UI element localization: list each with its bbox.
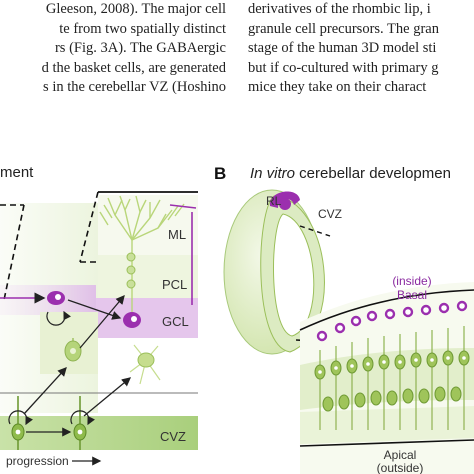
rhombic-lip-node: [279, 198, 291, 210]
panel-a: ment ML: [0, 164, 198, 468]
tissue-apical-edge: [299, 439, 474, 447]
inside-label: (inside): [392, 274, 431, 288]
panel-b-title-rest: cerebellar developmen: [295, 165, 451, 182]
rhombic-lip: [269, 191, 300, 208]
pcl-band: [98, 255, 198, 305]
text-line: te from two spatially distinct: [59, 20, 226, 37]
text-line: rs (Fig. 3A). The GABAergic: [54, 40, 226, 56]
ventricular-zone: [300, 406, 474, 444]
green-neuron-right: [129, 344, 161, 385]
purple-cell-left-nucleus: [55, 294, 61, 300]
text-line: Gleeson, 2008). The major cell: [45, 1, 226, 17]
dashed-boundary-diag: [3, 204, 25, 301]
self-renew-arrow: [46, 310, 72, 326]
text-line: mice they take on their charact: [248, 79, 427, 95]
panel-b-title: In vitro cerebellar developmen: [250, 165, 451, 182]
apical-label: Apical: [384, 448, 417, 462]
rl-label: RL: [266, 194, 282, 208]
text-line: d the basket cells, are generated: [41, 59, 226, 76]
purkinje-cell-nucleus: [131, 316, 137, 322]
progression-label: progression: [6, 454, 69, 468]
arrow-to-neuron-mid: [23, 367, 67, 415]
text-column-right: derivatives of the rhombic lip, i granul…: [248, 0, 474, 98]
ml-label: ML: [168, 227, 186, 242]
panel-b-title-italic: In vitro: [250, 165, 295, 182]
text-column-left: Gleeson, 2008). The major cell te from t…: [0, 0, 226, 98]
text-line: derivatives of the rhombic lip, i: [248, 1, 431, 17]
arrow-to-pcl: [79, 295, 125, 349]
organoid-lumen: [273, 213, 315, 337]
progenitor-right: [70, 396, 96, 450]
outside-label: (outside): [377, 461, 424, 474]
progenitor-left: [8, 396, 34, 450]
tissue-basal-edge: [299, 289, 474, 331]
purkinje-dendrites: [99, 195, 185, 320]
dashed-boundary-upper: [79, 191, 99, 263]
pcl-label: PCL: [162, 277, 187, 292]
panel-b-letter: B: [214, 164, 226, 183]
green-neuron-mid: [64, 338, 82, 362]
text-line: s in the cerebellar VZ (Hoshino: [43, 79, 226, 95]
text-line: stage of the human 3D model sti: [248, 40, 437, 56]
ml-band: [98, 195, 198, 255]
purple-cell-row: [316, 300, 468, 342]
text-line: but if co-cultured with primary g: [248, 59, 439, 76]
text-line: granule cell precursors. The gran: [248, 20, 439, 37]
basal-label: Basal: [397, 288, 427, 302]
cvz-label: CVZ: [160, 429, 186, 444]
gcl-label: GCL: [162, 314, 189, 329]
purple-fiber-branch: [169, 204, 197, 209]
organoid: RL CVZ: [223, 189, 342, 355]
cvz-b-label: CVZ: [318, 207, 342, 221]
panel-b: B In vitro cerebellar developmen RL CVZ …: [214, 164, 474, 474]
panel-a-title: ment: [0, 164, 34, 181]
arrow-to-gcl: [67, 299, 122, 320]
arrow-to-neuron-right: [83, 377, 132, 417]
granule-cells-upper: [126, 252, 136, 289]
green-cell-columns: [314, 326, 470, 430]
